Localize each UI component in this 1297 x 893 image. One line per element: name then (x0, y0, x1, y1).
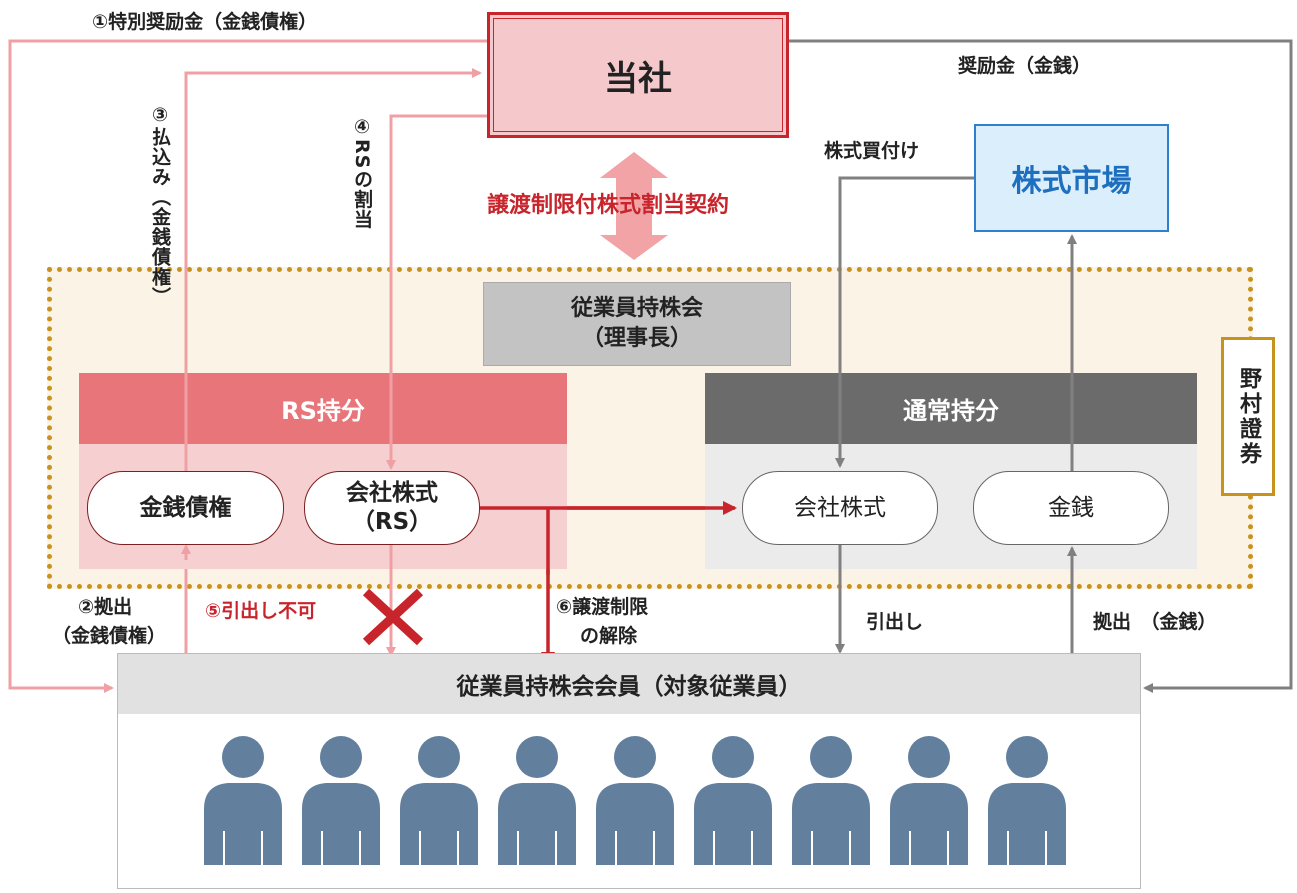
label-bonus-money: 奨励金（金銭） (958, 55, 1092, 77)
esop-head-line2: （理事長） (581, 326, 692, 351)
person-icon (596, 736, 674, 865)
label-withdraw: 引出し (866, 611, 924, 633)
rs-stock-label-1: 会社株式 (346, 480, 438, 507)
label-step6-1: ⑥譲渡制限 (556, 596, 649, 618)
rs-stock-label-2: （RS） (351, 509, 433, 535)
label-step1: ①特別奨励金（金銭債権） (92, 11, 318, 33)
label-step3: ③払込み（金銭債権） (149, 104, 171, 307)
money-label: 金銭 (1048, 494, 1094, 521)
label-step2-2: （金銭債権） (52, 625, 167, 647)
line-step3 (184, 68, 482, 472)
members-people (200, 735, 1080, 865)
person-icon (302, 736, 380, 865)
label-step2-1: ②拠出 (78, 596, 133, 618)
money-box: 金銭 (973, 471, 1169, 545)
company-stock-label: 会社株式 (794, 494, 886, 521)
person-icon (890, 736, 968, 865)
members-title: 従業員持株会会員（対象従業員） (118, 654, 1140, 714)
nomura-label: 野村證券 (1236, 366, 1261, 467)
money-claim-label: 金銭債権 (139, 494, 232, 521)
person-icon (694, 736, 772, 865)
blocked-x-icon (362, 588, 424, 646)
person-icon (988, 736, 1066, 865)
rs-stock-box: 会社株式 （RS） (304, 471, 480, 545)
label-step6-2: の解除 (580, 625, 638, 647)
label-step4: ④RSの割当 (351, 116, 373, 230)
line-step4 (386, 114, 487, 470)
label-agreement: 譲渡制限付株式割当契約 (487, 193, 730, 218)
line-bonus-money (789, 39, 1293, 693)
nomura-box: 野村證券 (1221, 337, 1275, 496)
esop-head: 従業員持株会 （理事長） (483, 282, 791, 366)
company-stock-box: 会社株式 (742, 471, 938, 545)
line-buy (835, 176, 974, 468)
company-box: 当社 (487, 12, 789, 138)
agreement-double-arrow (600, 152, 668, 260)
line-step1 (8, 39, 487, 693)
person-icon (204, 736, 282, 865)
rs-panel-title: RS持分 (79, 373, 567, 444)
person-icon (400, 736, 478, 865)
esop-head-line1: 従業員持株会 (570, 296, 703, 322)
label-contribute-money: 拠出 （金銭） (1093, 611, 1217, 633)
person-icon (792, 736, 870, 865)
company-label: 当社 (604, 58, 672, 99)
stock-market-box: 株式市場 (974, 124, 1169, 232)
label-step5: ⑤引出し不可 (205, 600, 317, 622)
label-buy: 株式買付け (824, 140, 920, 162)
normal-panel-title: 通常持分 (705, 373, 1197, 444)
person-icon (498, 736, 576, 865)
stock-market-label: 株式市場 (1011, 164, 1132, 199)
money-claim-box: 金銭債権 (87, 471, 284, 545)
